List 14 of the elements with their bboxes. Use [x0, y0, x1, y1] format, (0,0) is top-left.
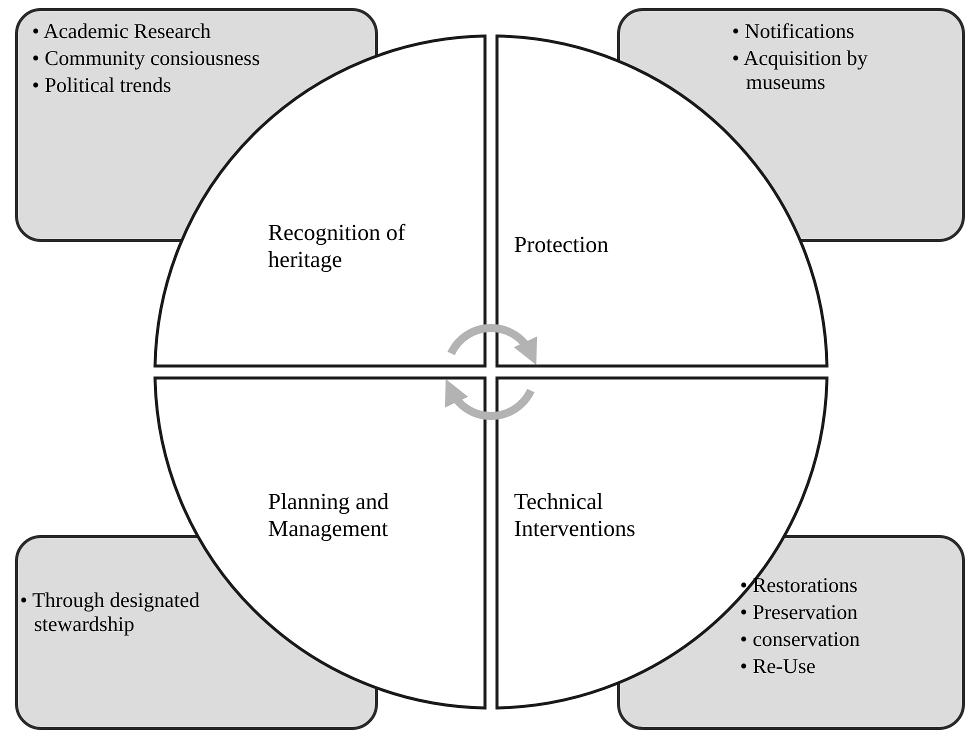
bullet-item: • Through designated stewardship	[20, 588, 201, 636]
quadrant-label: Technical Interventions	[514, 488, 636, 542]
bullet-item: • Preservation	[740, 600, 859, 624]
quadrant-label: Recognition of heritage	[268, 219, 406, 273]
quadrant-label: Protection	[514, 231, 610, 258]
bullet-item: • Re-Use	[740, 654, 817, 678]
bullet-item: • Restorations	[740, 573, 859, 597]
bullet-item: • Notifications	[732, 19, 856, 43]
quadrant-label: Planning and Management	[268, 488, 390, 542]
bullet-item: • conservation	[740, 627, 861, 651]
bullet-item: • Acquisition by museums	[732, 46, 869, 94]
bullet-item: • Political trends	[32, 73, 172, 97]
bullet-item: • Community consiousness	[32, 46, 261, 70]
bullet-item: • Academic Research	[32, 19, 212, 43]
